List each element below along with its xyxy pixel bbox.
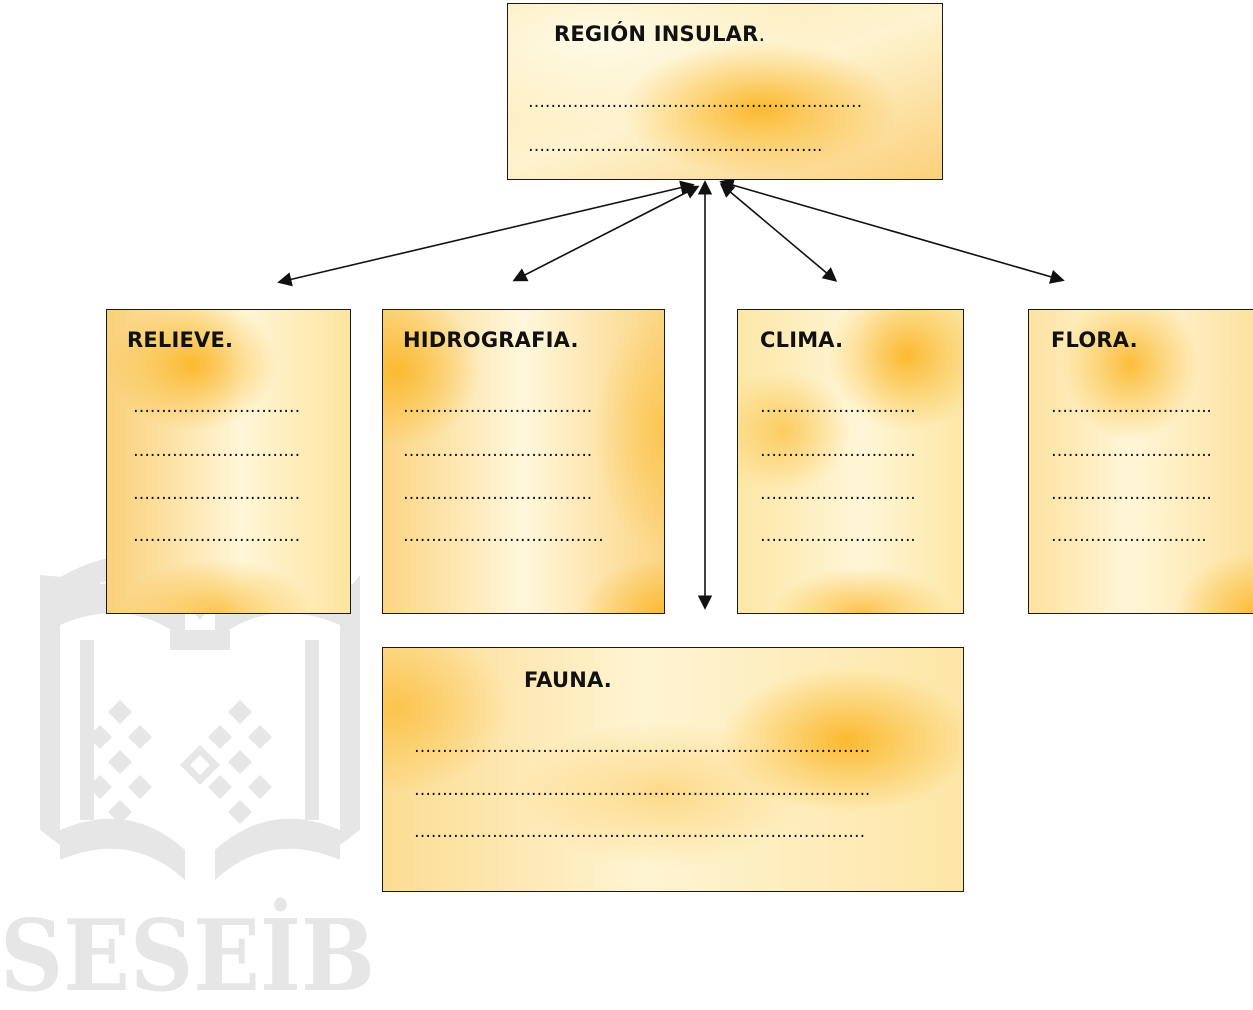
relieve-line-1: ………………………… — [133, 397, 301, 417]
hidrografia-line-1: ……………………………. — [403, 397, 592, 417]
fauna-line-1: ………………………………………………………………………. — [414, 737, 871, 757]
fauna-line-2: ………………………………………………………………………. — [414, 780, 871, 800]
flora-line-2: ……………………….. — [1051, 441, 1212, 461]
region-insular-line-2: …………………………………………….. — [528, 136, 823, 156]
fauna-line-3: ……………………………………………………………………… — [414, 822, 865, 842]
clima-title: CLIMA. — [760, 328, 844, 352]
region-insular-title: REGIÓN INSULAR. — [554, 22, 766, 46]
clima-line-1: ………………………. — [760, 397, 916, 417]
fauna-title: FAUNA. — [524, 668, 612, 692]
watermark-text: SESEİB — [0, 898, 375, 1010]
relieve-line-2: ………………………… — [133, 441, 301, 461]
arrow-flora — [719, 178, 1065, 284]
fauna-box: FAUNA. ………………………………………………………………………. …………… — [382, 647, 964, 892]
arrow-hidrografia — [512, 185, 700, 282]
flora-title: FLORA. — [1051, 328, 1138, 352]
hidrografia-line-3: ……………………………. — [403, 484, 592, 504]
flora-line-3: ……………………….. — [1051, 484, 1212, 504]
clima-box: CLIMA. ………………………. ………………………. ………………………. … — [737, 309, 964, 614]
region-insular-box: REGIÓN INSULAR. …………………………………………………… ………… — [507, 3, 943, 180]
relieve-box: RELIEVE. ………………………… ………………………… ………………………… — [106, 309, 351, 614]
relieve-line-3: ………………………… — [133, 484, 301, 504]
region-insular-line-1: …………………………………………………… — [528, 92, 863, 112]
hidrografia-line-4: ……………………………… — [403, 526, 604, 546]
relieve-title: RELIEVE. — [127, 328, 234, 352]
clima-line-3: ………………………. — [760, 484, 916, 504]
hidrografia-line-2: ……………………………. — [403, 441, 592, 461]
flora-box: FLORA. ……………………….. ……………………….. ………………………… — [1028, 309, 1253, 614]
clima-line-2: ………………………. — [760, 441, 916, 461]
arrow-clima — [719, 183, 838, 282]
arrow-relieve — [277, 180, 695, 287]
flora-line-4: ………………………. — [1051, 526, 1207, 546]
relieve-line-4: ………………………… — [133, 526, 301, 546]
hidrografia-title: HIDROGRAFIA. — [403, 328, 579, 352]
clima-line-4: ………………………. — [760, 526, 916, 546]
hidrografia-box: HIDROGRAFIA. ……………………………. ……………………………. …… — [382, 309, 665, 614]
flora-line-1: ……………………….. — [1051, 397, 1212, 417]
